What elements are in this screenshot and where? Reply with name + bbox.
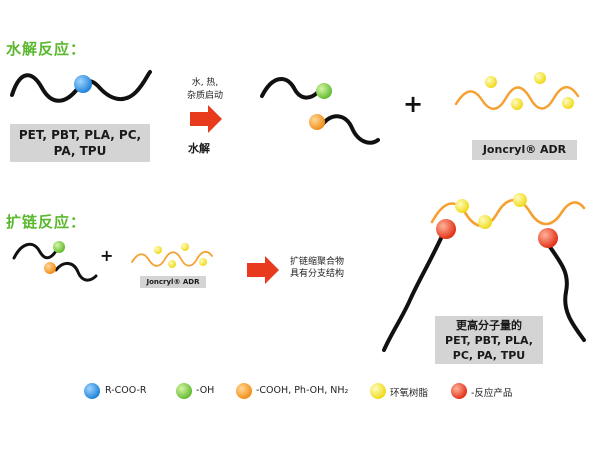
- reaction-product-red: [538, 228, 558, 248]
- legend-label-acid: -COOH, Ph-OH, NH₂: [256, 385, 349, 396]
- acid-group-orange: [44, 262, 56, 274]
- polymer-list-box: PET, PBT, PLA, PC, PA, TPU: [10, 124, 150, 162]
- legend-label-epoxy: 环氧树脂: [390, 388, 429, 399]
- legend-swatch-orange: [236, 383, 252, 399]
- hydrolysis-arrow-label: 水解: [188, 142, 210, 155]
- legend-swatch-green: [176, 383, 192, 399]
- joncryl-chain-orange: [454, 86, 580, 110]
- polymer-chain-black: [12, 242, 60, 260]
- polymer-chain-black: [546, 242, 586, 342]
- polymer-chain-black: [320, 114, 380, 145]
- epoxy-group-yellow: [534, 72, 546, 84]
- extension-label-line-2: 具有分支结构: [290, 269, 345, 279]
- hydrolysis-title: 水解反应：: [6, 40, 87, 58]
- result-line-2: PET, PBT, PLA,: [445, 334, 533, 347]
- result-line-3: PC, PA, TPU: [452, 349, 526, 362]
- extension-title: 扩链反应：: [6, 213, 87, 231]
- joncryl-chain-orange: [430, 198, 586, 228]
- epoxy-group-yellow: [455, 199, 469, 213]
- acid-group-orange: [309, 114, 325, 130]
- polymer-list-line-1: PET, PBT, PLA, PC,: [18, 128, 142, 142]
- epoxy-group-yellow: [168, 260, 176, 268]
- legend-swatch-blue: [84, 383, 100, 399]
- result-line-1: 更高分子量的: [456, 319, 522, 332]
- epoxy-group-yellow: [485, 76, 497, 88]
- joncryl-chain-orange: [131, 250, 213, 267]
- polymer-chain-black: [260, 77, 320, 100]
- epoxy-group-yellow: [478, 215, 492, 229]
- condition-line-2: 杂质启动: [186, 91, 223, 101]
- legend-label-hydroxyl: -OH: [196, 385, 215, 396]
- legend-label-product: -反应产品: [471, 388, 513, 399]
- epoxy-group-yellow: [181, 243, 189, 251]
- epoxy-group-yellow: [199, 258, 207, 266]
- polymer-chain-black: [382, 232, 445, 352]
- epoxy-group-yellow: [562, 97, 574, 109]
- epoxy-group-yellow: [154, 246, 162, 254]
- epoxy-group-yellow: [513, 193, 527, 207]
- polymer-chain-black: [54, 262, 98, 282]
- plus-icon: +: [100, 246, 114, 265]
- joncryl-adr-box-small: Joncryl® ADR: [140, 276, 206, 288]
- result-box: 更高分子量的 PET, PBT, PLA, PC, PA, TPU: [435, 316, 543, 364]
- legend-swatch-red: [451, 383, 467, 399]
- hydrolysis-conditions: 水, 热, 杂质启动: [170, 77, 240, 103]
- arrow-right-icon: [190, 105, 222, 133]
- joncryl-adr-box: Joncryl® ADR: [472, 140, 577, 160]
- polymer-list-line-2: PA, TPU: [53, 144, 107, 158]
- ester-group-blue: [74, 75, 92, 93]
- reaction-product-red: [436, 219, 456, 239]
- hydroxyl-group-green: [53, 241, 65, 253]
- legend-swatch-yellow: [370, 383, 386, 399]
- plus-icon: +: [403, 90, 424, 118]
- arrow-right-icon: [247, 256, 279, 284]
- legend-label-ester: R-COO-R: [105, 385, 147, 396]
- extension-label-line-1: 扩链缩聚合物: [290, 257, 345, 267]
- extension-arrow-label: 扩链缩聚合物 具有分支结构: [290, 256, 356, 280]
- condition-line-1: 水, 热,: [191, 78, 219, 88]
- hydroxyl-group-green: [316, 83, 332, 99]
- epoxy-group-yellow: [511, 98, 523, 110]
